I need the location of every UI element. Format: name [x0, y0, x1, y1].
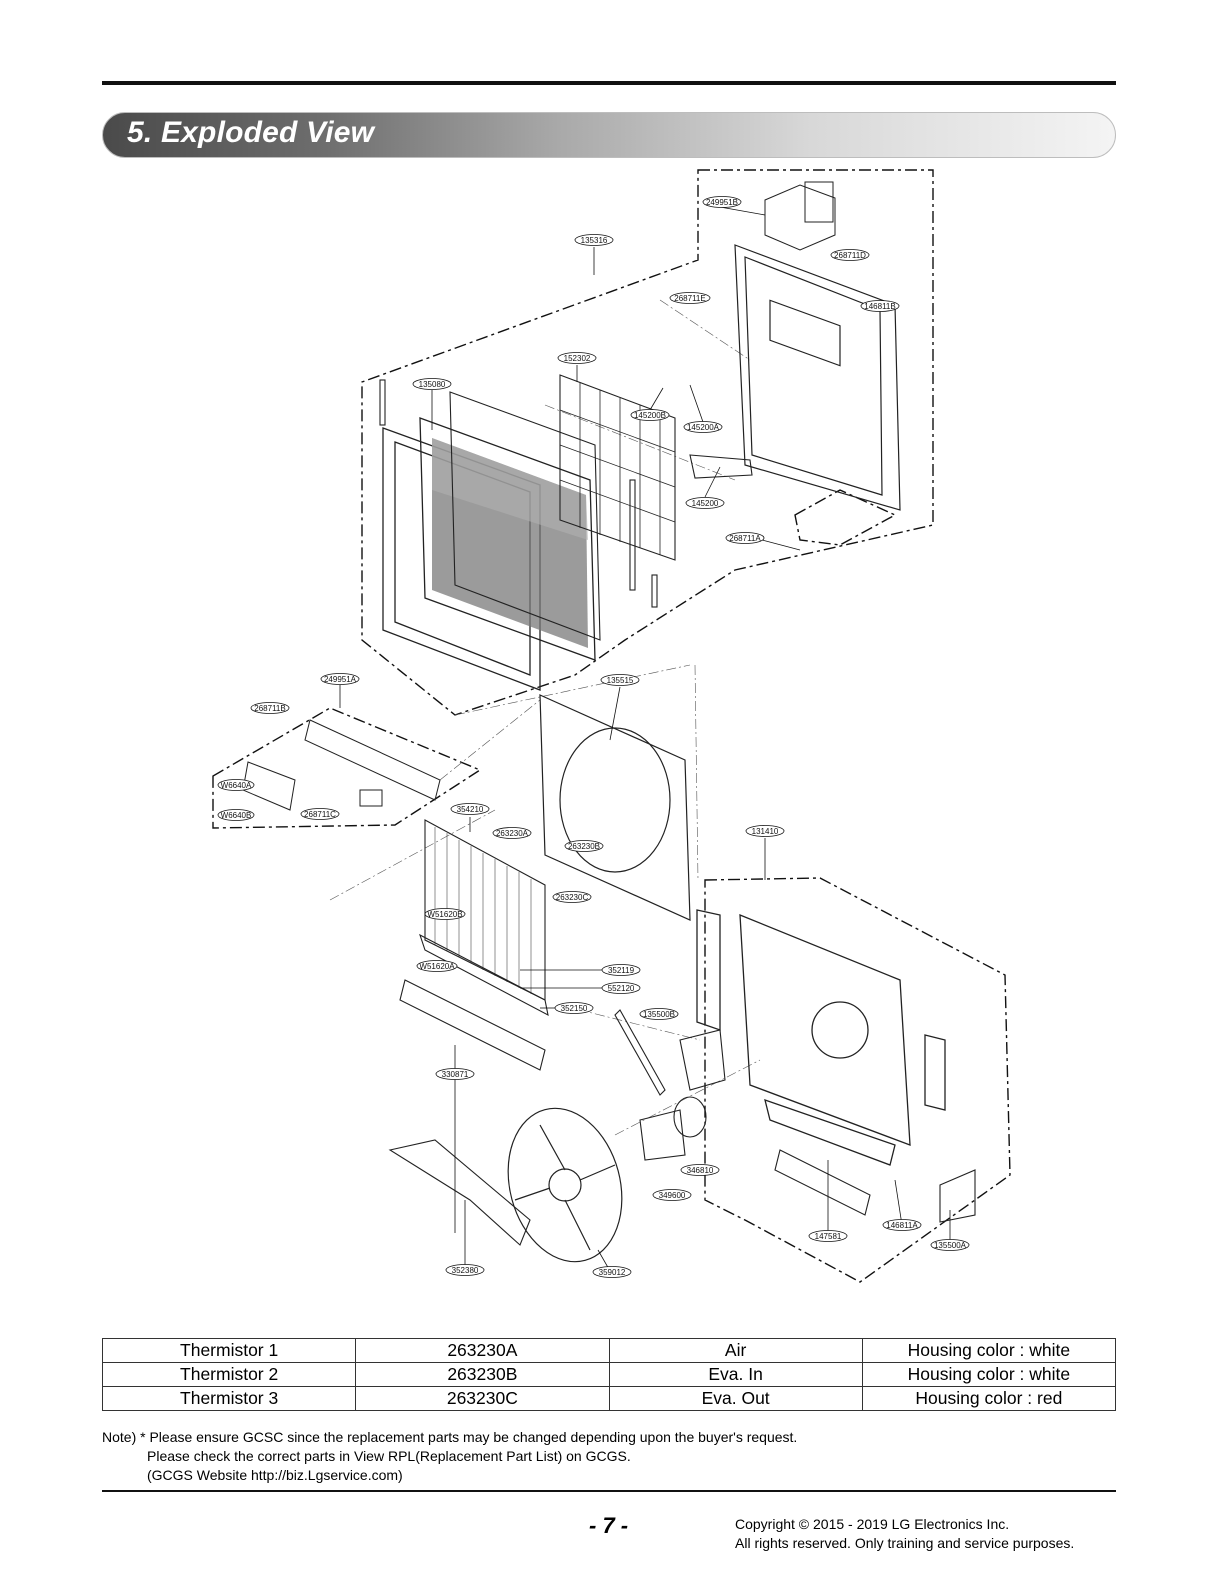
thermistor-table: Thermistor 1 263230A Air Housing color :… — [101, 1338, 1117, 1411]
bottom-rule — [102, 1490, 1116, 1492]
note-line: Note) * Please ensure GCSC since the rep… — [102, 1429, 798, 1445]
callout-354210: 354210 — [457, 805, 484, 814]
copyright-line: Copyright © 2015 - 2019 LG Electronics I… — [735, 1516, 1010, 1532]
callout-349600: 349600 — [659, 1191, 686, 1200]
callout-352380: 352380 — [452, 1266, 479, 1275]
callout-146811A: 146811A — [886, 1221, 918, 1230]
callout-268711E: 268711E — [674, 294, 705, 303]
table-row: Thermistor 1 263230A Air Housing color :… — [101, 1338, 1117, 1363]
copyright: Copyright © 2015 - 2019 LG Electronics I… — [735, 1515, 1074, 1553]
table-cell: Thermistor 3 — [101, 1386, 357, 1411]
fan-shroud — [539, 694, 691, 921]
callout-135316: 135316 — [581, 236, 608, 245]
callout-145200: 145200 — [692, 499, 719, 508]
table-cell: Eva. Out — [608, 1386, 863, 1411]
callout-263230C: 263230C — [556, 893, 589, 902]
callout-249951B: 249951B — [706, 198, 738, 207]
callout-131410: 131410 — [752, 827, 779, 836]
callout-labels — [217, 196, 970, 1278]
table-cell: Air — [608, 1338, 863, 1363]
callout-145200A: 145200A — [687, 423, 720, 432]
callout-W6640B: W6640B — [221, 811, 252, 820]
table-cell: Eva. In — [608, 1362, 863, 1387]
callout-263230A: 263230A — [496, 829, 529, 838]
cross-fan — [507, 1107, 623, 1263]
evaporator-coil — [419, 819, 549, 1017]
top-rule — [102, 81, 1116, 85]
rear-frame — [734, 244, 901, 511]
callout-268711C: 268711C — [304, 810, 336, 819]
table-row: Thermistor 3 263230C Eva. Out Housing co… — [101, 1386, 1117, 1411]
section-banner: 5. Exploded View — [102, 112, 1116, 158]
callout-268711D: 268711D — [834, 251, 866, 260]
callout-268711B: 268711B — [254, 704, 285, 713]
callout-268711A: 268711A — [729, 534, 761, 543]
note-line: Please check the correct parts in View R… — [147, 1448, 631, 1464]
callout-135500A: 135500A — [934, 1241, 967, 1250]
table-cell: Thermistor 2 — [101, 1362, 357, 1387]
table-cell: Housing color : red — [861, 1386, 1117, 1411]
callout-359012: 359012 — [599, 1268, 626, 1277]
callout-135500B: 135500B — [643, 1010, 675, 1019]
callout-147581: 147581 — [815, 1232, 842, 1241]
callout-552120: 552120 — [608, 984, 635, 993]
note-line: (GCGS Website http://biz.Lgservice.com) — [147, 1467, 403, 1483]
table-cell: 263230C — [355, 1386, 610, 1411]
exploded-view-diagram: 249951B 135316 268711D 268711E 146811B 1… — [0, 160, 1219, 1310]
callout-263230B: 263230B — [568, 842, 600, 851]
callout-146811B: 146811B — [864, 302, 895, 311]
callout-W6640A: W6640A — [221, 781, 252, 790]
table-cell: 263230B — [355, 1362, 610, 1387]
table-cell: 263230A — [355, 1338, 610, 1363]
callout-135515: 135515 — [607, 676, 634, 685]
table-row: Thermistor 2 263230B Eva. In Housing col… — [101, 1362, 1117, 1387]
callout-249951A: 249951A — [324, 675, 357, 684]
drain-pan — [399, 979, 546, 1071]
callout-152302: 152302 — [564, 354, 591, 363]
callout-352119: 352119 — [608, 966, 635, 975]
callout-330871: 330871 — [442, 1070, 469, 1079]
note-block: Note) * Please ensure GCSC since the rep… — [102, 1428, 797, 1485]
control-module — [764, 181, 836, 251]
table-cell: Housing color : white — [861, 1362, 1117, 1387]
table-cell: Housing color : white — [861, 1338, 1117, 1363]
callout-W51620A: W51620A — [419, 962, 455, 971]
table-cell: Thermistor 1 — [101, 1338, 357, 1363]
callout-346810: 346810 — [687, 1166, 714, 1175]
section-title: 5. Exploded View — [127, 116, 375, 149]
motor — [639, 1029, 726, 1161]
callout-135080: 135080 — [419, 380, 446, 389]
callout-145200B: 145200B — [634, 411, 666, 420]
page-number: - 7 - — [589, 1513, 629, 1538]
control-box — [242, 719, 441, 811]
callout-352150: 352150 — [561, 1004, 588, 1013]
callout-W51620B: W51620B — [427, 910, 462, 919]
rear-housing — [696, 909, 946, 1166]
copyright-line: All rights reserved. Only training and s… — [735, 1535, 1075, 1551]
